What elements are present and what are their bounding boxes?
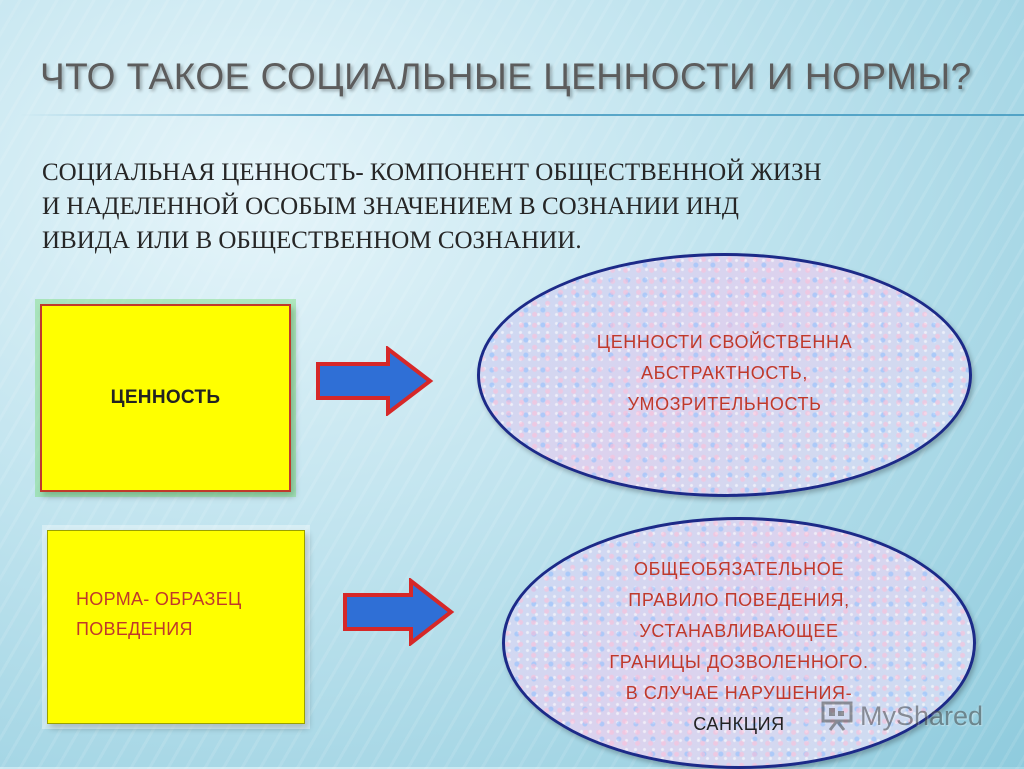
right-arrow-icon — [343, 578, 455, 646]
definition-text: СОЦИАЛЬНАЯ ЦЕННОСТЬ- КОМПОНЕНТ ОБЩЕСТВЕН… — [42, 159, 822, 254]
watermark-text: MyShared — [860, 700, 984, 731]
value-box: ЦЕННОСТЬ — [40, 304, 291, 492]
norm-sanction-text: САНКЦИЯ — [693, 714, 785, 734]
value-description-text: ЦЕННОСТИ СВОЙСТВЕННА АБСТРАКТНОСТЬ, УМОЗ… — [596, 331, 853, 414]
watermark: MyShared — [820, 700, 983, 732]
value-description-ellipse: ЦЕННОСТИ СВОЙСТВЕННА АБСТРАКТНОСТЬ, УМОЗ… — [477, 253, 972, 497]
norm-description-ellipse: ОБЩЕОБЯЗАТЕЛЬНОЕ ПРАВИЛО ПОВЕДЕНИЯ, УСТА… — [502, 517, 976, 769]
norm-box: НОРМА- ОБРАЗЕЦ ПОВЕДЕНИЯ — [47, 530, 305, 724]
slide-title: ЧТО ТАКОЕ СОЦИАЛЬНЫЕ ЦЕННОСТИ И НОРМЫ? — [40, 56, 972, 97]
right-arrow-icon — [316, 346, 434, 416]
norm-description-text: ОБЩЕОБЯЗАТЕЛЬНОЕ ПРАВИЛО ПОВЕДЕНИЯ, УСТА… — [609, 559, 869, 703]
value-box-label: ЦЕННОСТЬ — [110, 387, 221, 408]
title-divider — [20, 114, 1024, 116]
norm-box-label: НОРМА- ОБРАЗЕЦ ПОВЕДЕНИЯ — [76, 589, 242, 639]
presentation-board-icon — [821, 701, 853, 731]
